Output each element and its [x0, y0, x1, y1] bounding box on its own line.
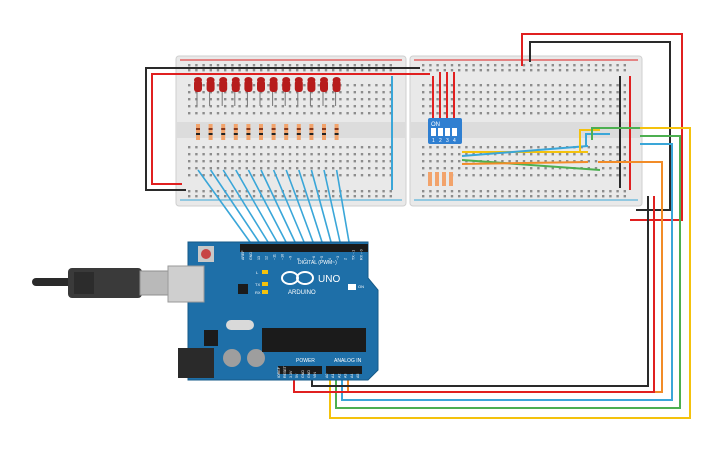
resistor	[208, 124, 213, 140]
digital-wire[interactable]	[310, 169, 332, 243]
led	[219, 77, 228, 106]
resistor-row	[196, 124, 339, 140]
digital-wire[interactable]	[285, 169, 314, 243]
led	[269, 77, 278, 106]
pulldown-resistors	[428, 172, 453, 186]
pin-label: GND	[249, 252, 253, 260]
digital-pin-labels: AREF GND 13 12 ~11 ~10~9 8 7 ~6 ~5 4 ~3 2 TX→1 RX←0	[241, 249, 364, 260]
on-led-label: ON	[358, 284, 364, 289]
digital-wire[interactable]	[209, 169, 260, 243]
analog-wires[interactable]	[293, 127, 691, 419]
digital-wire[interactable]	[197, 169, 251, 243]
digital-wire[interactable]	[298, 169, 323, 243]
breadboard-left[interactable]	[175, 55, 407, 207]
digital-wires[interactable]	[197, 169, 350, 243]
led	[244, 77, 253, 106]
pin-label: RESET	[283, 365, 287, 378]
digital-wire[interactable]	[335, 169, 350, 243]
digital-wire[interactable]	[235, 169, 278, 243]
pin-label: IOREF	[277, 366, 281, 378]
led-row	[194, 77, 341, 106]
pin-label: 8	[296, 258, 300, 260]
pin-label: VIN	[313, 372, 317, 378]
digital-wire[interactable]	[222, 169, 269, 243]
pin-label: ~9	[288, 256, 292, 260]
board-model: UNO	[318, 274, 340, 285]
pin-label: GND	[301, 370, 305, 378]
dip-on-label: ON	[431, 122, 440, 128]
pin-label: 12	[265, 256, 269, 260]
pin-label: 4	[328, 258, 332, 260]
board-brand: ARDUINO	[288, 290, 316, 296]
arduino-logo: ARDUINO UNO	[281, 271, 340, 296]
resistor	[322, 124, 326, 140]
resistor	[246, 124, 251, 140]
pin-label: A4	[350, 374, 354, 378]
resistor	[271, 124, 276, 140]
led	[194, 77, 202, 106]
dip-num-2: 2	[439, 138, 442, 144]
resistor	[296, 124, 301, 140]
resistor	[221, 124, 226, 140]
pin-label: A3	[344, 374, 348, 378]
arduino-uno-board[interactable]: ARDUINO UNO DIGITAL (PWM~) POWER ANALOG …	[167, 241, 379, 381]
led	[257, 77, 265, 106]
led	[231, 77, 240, 106]
usb-cable[interactable]	[32, 268, 169, 298]
digital-header-label: DIGITAL (PWM~)	[298, 260, 337, 266]
led	[282, 77, 291, 106]
led	[206, 77, 215, 106]
pin-label: A5	[356, 374, 360, 378]
pin-label: TX→1	[352, 250, 356, 260]
resistor	[309, 124, 314, 140]
pin-label: ~11	[273, 254, 277, 260]
led	[332, 77, 341, 106]
dip-switch[interactable]: ON 1 2 3 4	[428, 118, 462, 144]
resistor	[284, 124, 289, 140]
dip-num-1: 1	[432, 138, 435, 144]
resistor	[259, 124, 263, 140]
dip-num-4: 4	[453, 138, 456, 144]
pin-label: GND	[307, 370, 311, 378]
pin-label: RX←0	[360, 249, 364, 260]
pin-label: 13	[257, 256, 261, 260]
pin-label: 5V	[295, 373, 299, 378]
led	[307, 77, 316, 106]
resistor	[196, 124, 200, 140]
signal-wires-right[interactable]	[461, 127, 640, 171]
rx-label: RX	[255, 290, 261, 295]
l-led-label: L	[256, 270, 259, 275]
dip-red-wires[interactable]	[432, 72, 455, 118]
pin-label: ~6	[312, 256, 316, 260]
power-wires[interactable]	[145, 33, 683, 221]
pin-label: 7	[304, 258, 308, 260]
led	[294, 77, 303, 106]
resistor	[334, 124, 339, 140]
pin-label: A0	[325, 374, 329, 378]
pin-label: ~10	[281, 254, 285, 260]
pin-label: A1	[331, 374, 335, 378]
tx-label: TX	[255, 282, 260, 287]
dip-num-3: 3	[446, 138, 449, 144]
digital-wire[interactable]	[247, 169, 287, 243]
pin-label: AREF	[241, 250, 245, 260]
pin-label: ~5	[320, 256, 324, 260]
pin-label: ~3	[336, 256, 340, 260]
digital-wire[interactable]	[272, 169, 305, 243]
pin-label: 3.3V	[289, 370, 293, 378]
analog-label: ANALOG IN	[334, 358, 362, 364]
pin-label: A2	[337, 374, 341, 378]
digital-wire[interactable]	[323, 169, 341, 243]
digital-wire[interactable]	[260, 169, 296, 243]
led	[320, 77, 328, 106]
power-label: POWER	[296, 358, 315, 364]
resistor	[233, 124, 238, 140]
pin-label: 2	[344, 258, 348, 260]
